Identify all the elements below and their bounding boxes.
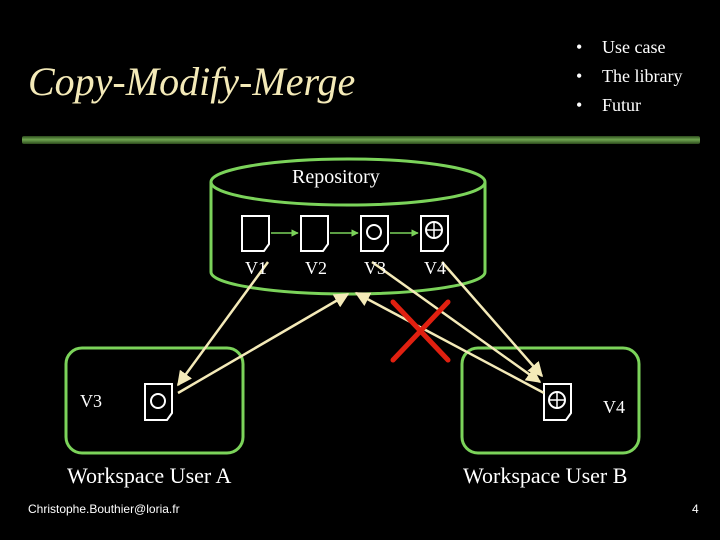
repository-top [209,157,487,207]
version-label-v4: V4 [424,258,446,278]
agenda-list: • Use case • The library • Futur [576,34,682,121]
document-icon-workspace-a [144,383,173,421]
document-icon-v3 [360,215,389,252]
arrow-repo-to-workspace-a [176,261,270,387]
author-email: Christophe.Bouthier@loria.fr [28,502,180,516]
agenda-item: • The library [576,63,682,92]
arrow-workspace-a-to-repo [177,292,350,395]
workspace-a-box [64,346,245,455]
repository-label: Repository [292,166,380,188]
version-label-v3: V3 [364,258,386,278]
arrow-repo-to-workspace-b [371,260,542,384]
version-label-v2: V2 [305,258,327,278]
title-divider [22,136,700,144]
workspace-a-name: Workspace User A [67,463,232,488]
agenda-item: • Use case [576,34,682,63]
workspace-b-version-label: V4 [603,397,625,417]
bullet: • [576,37,583,57]
document-icon-v4 [420,215,449,252]
bullet: • [576,95,583,115]
agenda-item-label: Futur [602,95,642,115]
bullet: • [576,66,583,86]
document-icon-workspace-b [543,383,572,421]
version-label-v1: V1 [245,258,267,278]
page-number: 4 [692,502,699,516]
workspace-b-box [460,346,641,455]
document-icon-v1 [241,215,270,252]
agenda-item: • Futur [576,92,682,121]
slide-title: Copy-Modify-Merge [28,59,356,104]
agenda-item-label: Use case [602,37,666,57]
arrow-repo-v4-to-workspace-b [441,261,543,378]
workspace-b-name: Workspace User B [463,463,628,488]
workspace-a-version-label: V3 [80,391,102,411]
arrow-workspace-b-to-repo [354,291,545,395]
document-icon-v2 [300,215,329,252]
reject-cross-icon [390,299,451,363]
agenda-item-label: The library [602,66,683,86]
